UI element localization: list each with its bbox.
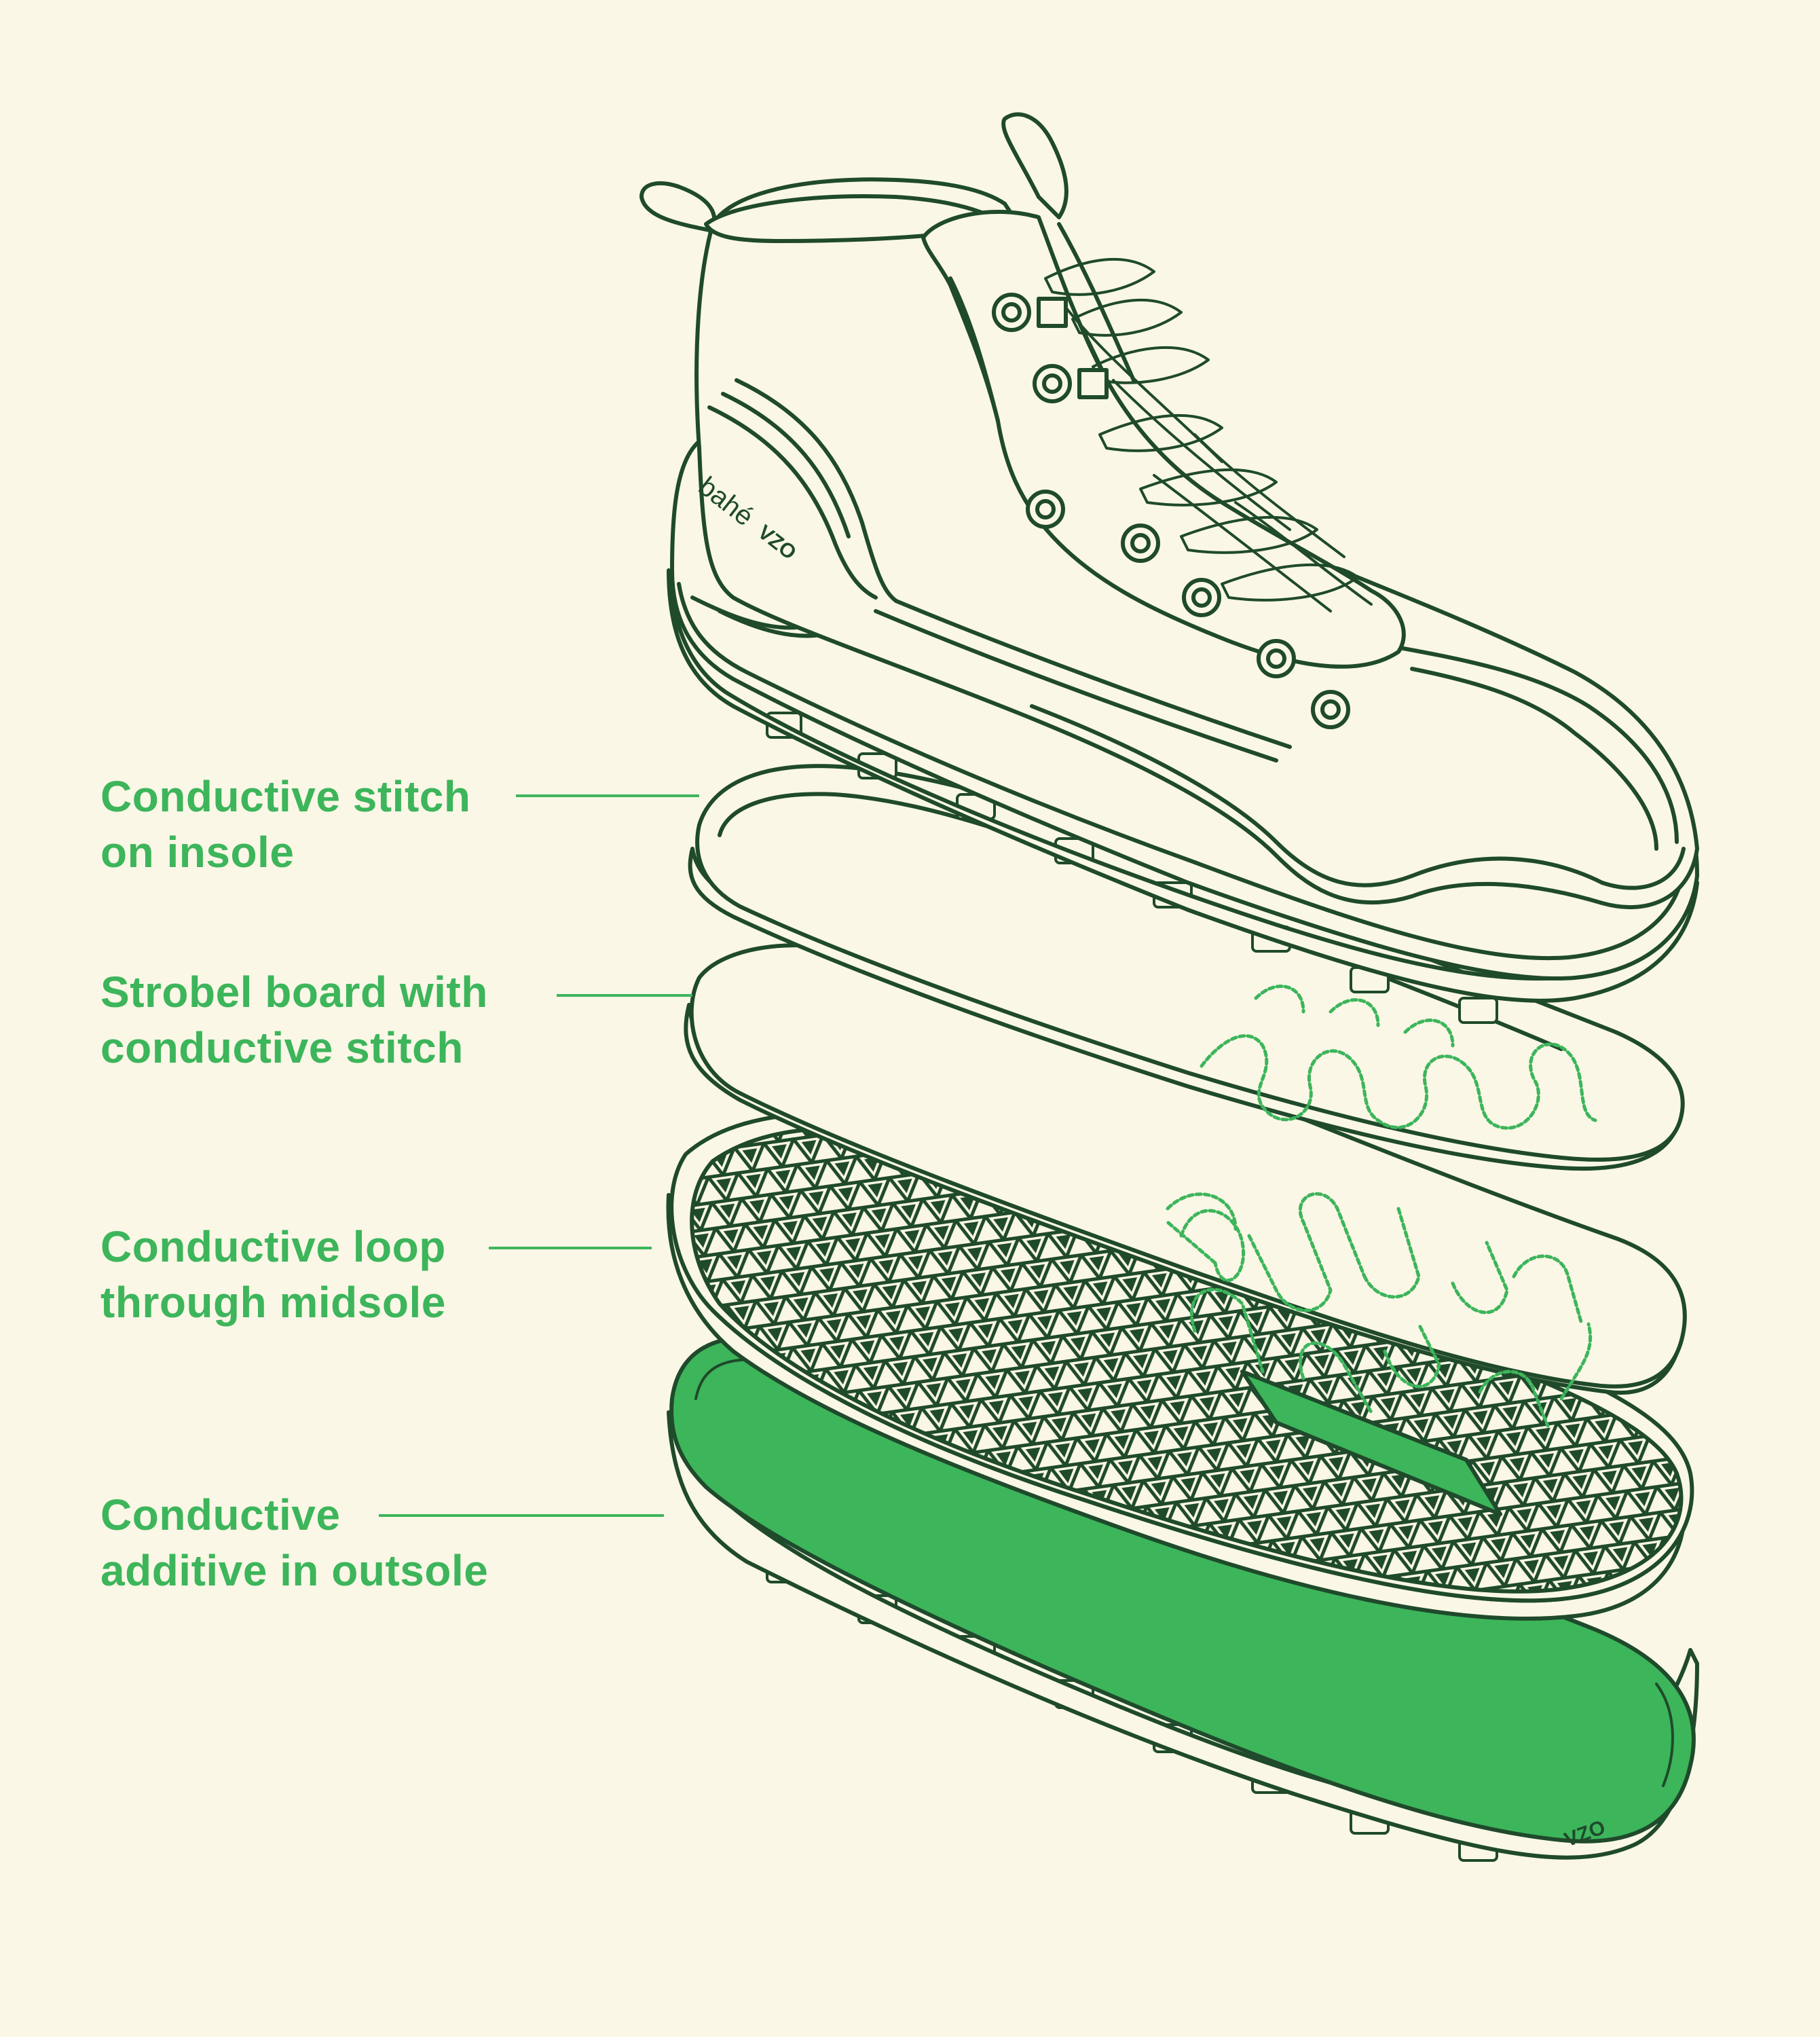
callout-insole-line1: Conductive stitch [100, 772, 471, 821]
strobel-conductive-stitch [1166, 1192, 1593, 1428]
conductive-plug [1240, 1370, 1502, 1516]
laces [1044, 257, 1373, 612]
callout-midsole-leader [489, 1247, 652, 1249]
callout-outsole-line1: Conductive [100, 1490, 341, 1539]
callout-midsole: Conductive loop through midsole [100, 1219, 446, 1330]
callout-insole: Conductive stitch on insole [100, 769, 470, 880]
callout-outsole-leader [379, 1514, 664, 1517]
callout-strobel: Strobel board with conductive stitch [100, 964, 488, 1076]
callout-midsole-line1: Conductive loop [100, 1222, 446, 1271]
callout-insole-leader [516, 794, 699, 797]
callout-midsole-line2: through midsole [100, 1278, 446, 1327]
callout-strobel-leader [557, 994, 692, 997]
eyelets [992, 293, 1350, 729]
callout-outsole: Conductive additive in outsole [100, 1487, 488, 1598]
callout-strobel-line2: conductive stitch [100, 1023, 464, 1072]
callout-outsole-line2: additive in outsole [100, 1546, 489, 1595]
insole-conductive-stitch [1200, 1034, 1597, 1130]
callout-insole-line2: on insole [100, 828, 295, 877]
boot: bahé VZO [639, 112, 1699, 1024]
callout-strobel-line1: Strobel board with [100, 968, 488, 1016]
